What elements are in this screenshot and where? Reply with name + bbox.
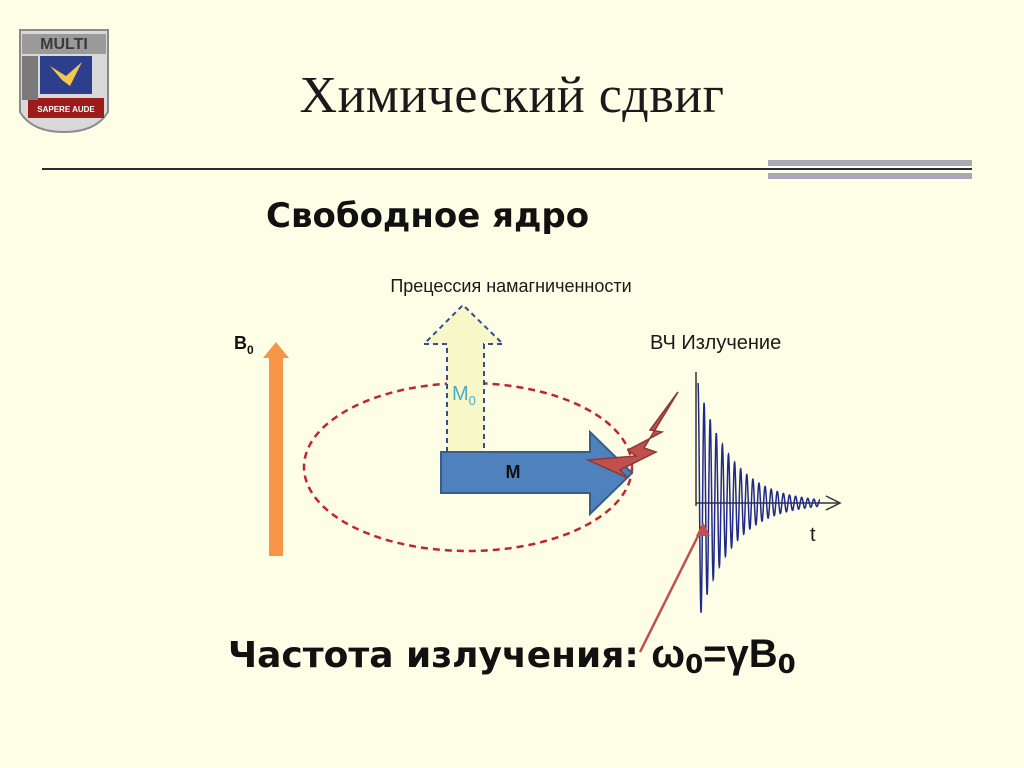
- pointer-arrow: [638, 525, 705, 653]
- formula-omega-sub: 0: [685, 650, 704, 680]
- fid-signal: [697, 382, 821, 613]
- b0-label: B0: [234, 333, 254, 357]
- m0-label-sub: 0: [469, 393, 476, 408]
- formula-omega: ω: [651, 632, 686, 676]
- pointer-arrowhead: [696, 522, 710, 536]
- t-label: t: [810, 524, 816, 546]
- b0-label-sub: 0: [247, 343, 254, 357]
- page-title: Химический сдвиг: [299, 67, 725, 124]
- m0-label: M0: [452, 383, 476, 408]
- logo-shield-icon: [19, 29, 109, 134]
- rf-label: ВЧ Излучение: [650, 332, 781, 354]
- divider-accent-top: [768, 160, 972, 166]
- formula-prefix: Частота излучения:: [228, 635, 652, 676]
- b0-label-main: B: [234, 333, 247, 353]
- m-arrow: [440, 429, 634, 517]
- precession-label: Прецессия намагниченности: [390, 276, 631, 296]
- lightning-icon: [585, 391, 679, 479]
- m-label: M: [506, 462, 521, 482]
- precession-ellipse: [302, 381, 634, 553]
- logo-text-top: MULTI: [40, 36, 88, 53]
- formula-equals-gamma: =γB: [703, 632, 778, 676]
- frequency-formula: Частота излучения: ω0=γB0: [228, 632, 796, 680]
- m0-label-main: M: [452, 383, 469, 405]
- signal-axis-x-arrowhead: [825, 495, 842, 511]
- m0-arrow: [421, 303, 506, 453]
- b0-arrow: [263, 342, 289, 556]
- formula-b-sub: 0: [777, 650, 796, 680]
- divider-accent-bottom: [768, 173, 972, 179]
- logo-text-bottom: SAPERE AUDE: [37, 105, 95, 114]
- subtitle: Свободное ядро: [266, 196, 590, 236]
